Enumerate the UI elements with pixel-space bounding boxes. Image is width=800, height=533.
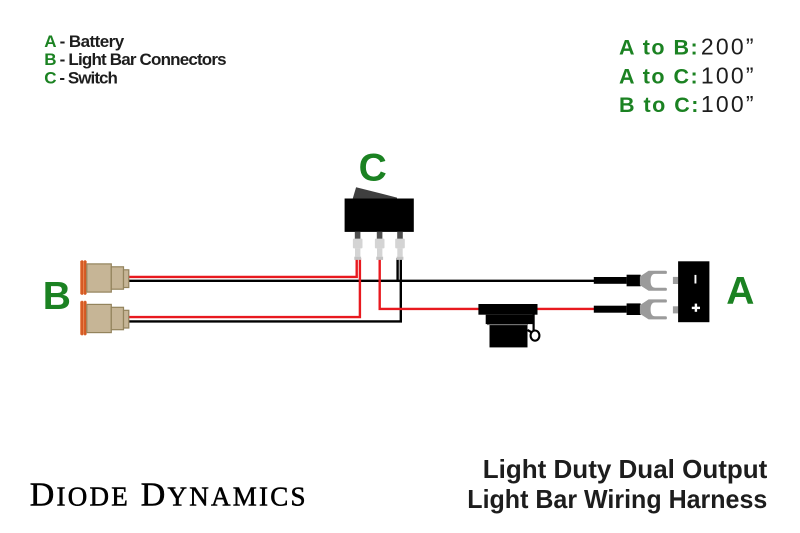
- svg-text:C: C: [359, 147, 387, 190]
- svg-text:A: A: [726, 270, 754, 313]
- svg-text:100”: 100”: [701, 91, 756, 117]
- svg-text:C - Switch: C - Switch: [44, 69, 117, 88]
- svg-text:100”: 100”: [701, 62, 756, 88]
- svg-text:Light Duty Dual Output: Light Duty Dual Output: [483, 454, 768, 484]
- svg-text:DIODE DYNAMICS: DIODE DYNAMICS: [30, 477, 308, 514]
- svg-text:A to C:: A to C:: [619, 64, 699, 88]
- svg-text:B to C:: B to C:: [619, 93, 700, 117]
- svg-text:A to B:: A to B:: [619, 36, 699, 60]
- svg-text:A - Battery: A - Battery: [44, 32, 124, 51]
- svg-text:Light Bar Wiring Harness: Light Bar Wiring Harness: [467, 484, 767, 514]
- svg-text:200”: 200”: [701, 34, 756, 60]
- svg-text:B: B: [43, 275, 71, 318]
- svg-text:B - Light Bar Connectors: B - Light Bar Connectors: [44, 50, 226, 69]
